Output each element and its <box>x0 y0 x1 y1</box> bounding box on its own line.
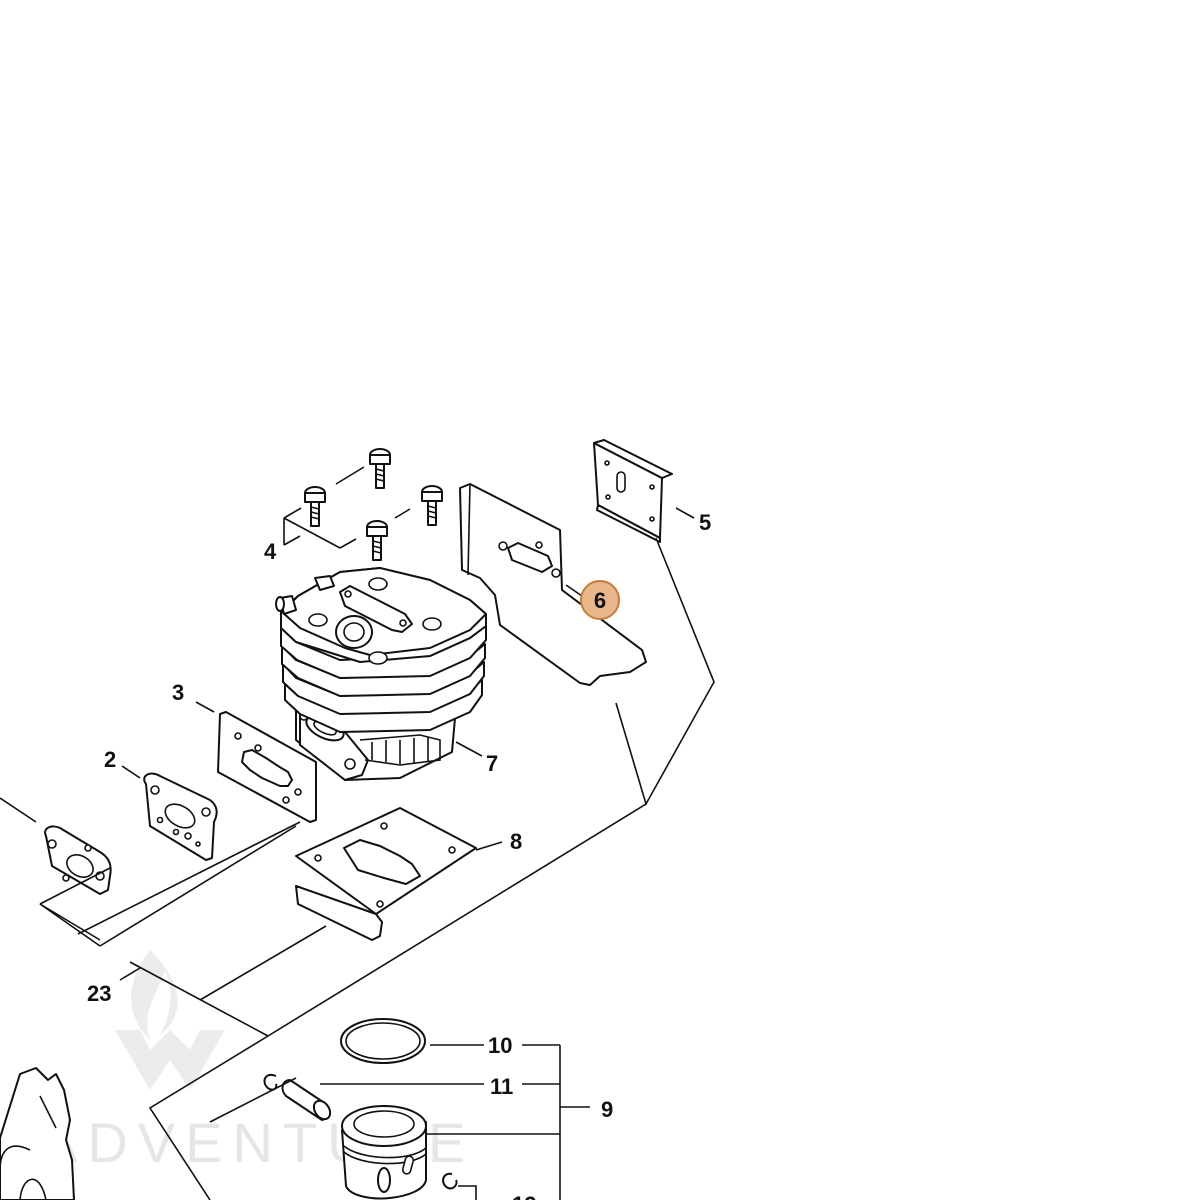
bolt-top <box>369 448 391 489</box>
gasket-left <box>44 825 112 895</box>
label-8: 8 <box>510 829 522 854</box>
highlight-circle <box>580 580 620 620</box>
bolt-bottom <box>366 520 388 561</box>
plate-5 <box>593 439 673 543</box>
label-12: 12 <box>512 1192 536 1200</box>
gasket-3 <box>217 711 317 823</box>
label-2: 2 <box>104 747 116 772</box>
shield-6 <box>459 483 647 686</box>
label-6[interactable]: 6 <box>594 588 606 613</box>
label-4: 4 <box>264 539 277 564</box>
label-9: 9 <box>601 1097 613 1122</box>
bolt-left <box>304 486 326 527</box>
gasket-8 <box>295 807 477 941</box>
cylinder-7 <box>275 567 487 781</box>
bolt-group-4 <box>283 448 443 561</box>
label-7: 7 <box>486 751 498 776</box>
crankcase-partial <box>0 1067 75 1200</box>
piston-pin-11 <box>263 1074 332 1121</box>
label-6-highlight[interactable]: 6 <box>580 580 620 620</box>
label-23: 23 <box>87 981 111 1006</box>
leader-lines <box>0 507 715 1200</box>
flange-2 <box>143 772 218 861</box>
label-5: 5 <box>699 510 711 535</box>
callout-labels: 4 5 6 3 2 7 8 23 10 11 9 12 <box>87 510 711 1200</box>
piston-9 <box>341 1105 458 1200</box>
label-11: 11 <box>490 1074 513 1099</box>
bolt-right <box>421 485 443 526</box>
piston-ring-10 <box>340 1018 426 1064</box>
label-3: 3 <box>172 680 184 705</box>
label-10: 10 <box>488 1033 512 1058</box>
